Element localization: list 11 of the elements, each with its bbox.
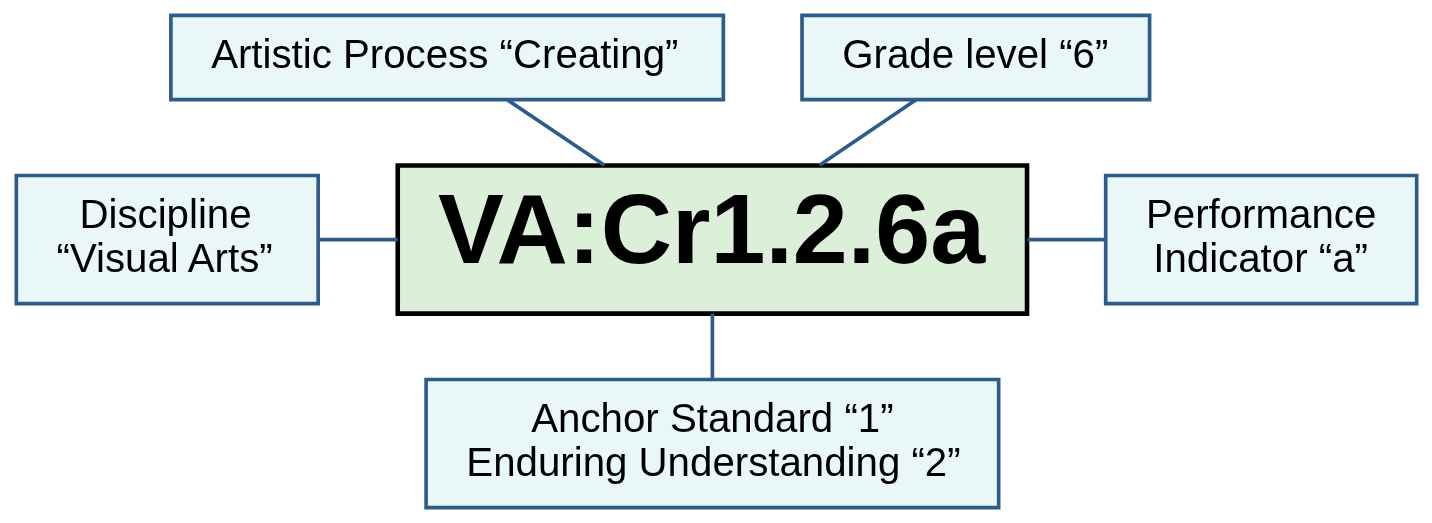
node-box: Performance Indicator “a”: [1103, 173, 1418, 306]
node-box: Grade level “6”: [799, 13, 1151, 102]
connector: [1027, 237, 1105, 242]
node-box: Artistic Process “Creating”: [168, 13, 725, 102]
connector: [818, 98, 917, 167]
connector: [317, 237, 398, 242]
node-box: VA:Cr1.2.6a: [394, 163, 1029, 316]
connector: [505, 98, 605, 167]
node-box: Discipline “Visual Arts”: [14, 173, 320, 306]
connector: [710, 313, 714, 380]
node-box: Anchor Standard “1” Enduring Understanding “2”: [423, 377, 1000, 510]
